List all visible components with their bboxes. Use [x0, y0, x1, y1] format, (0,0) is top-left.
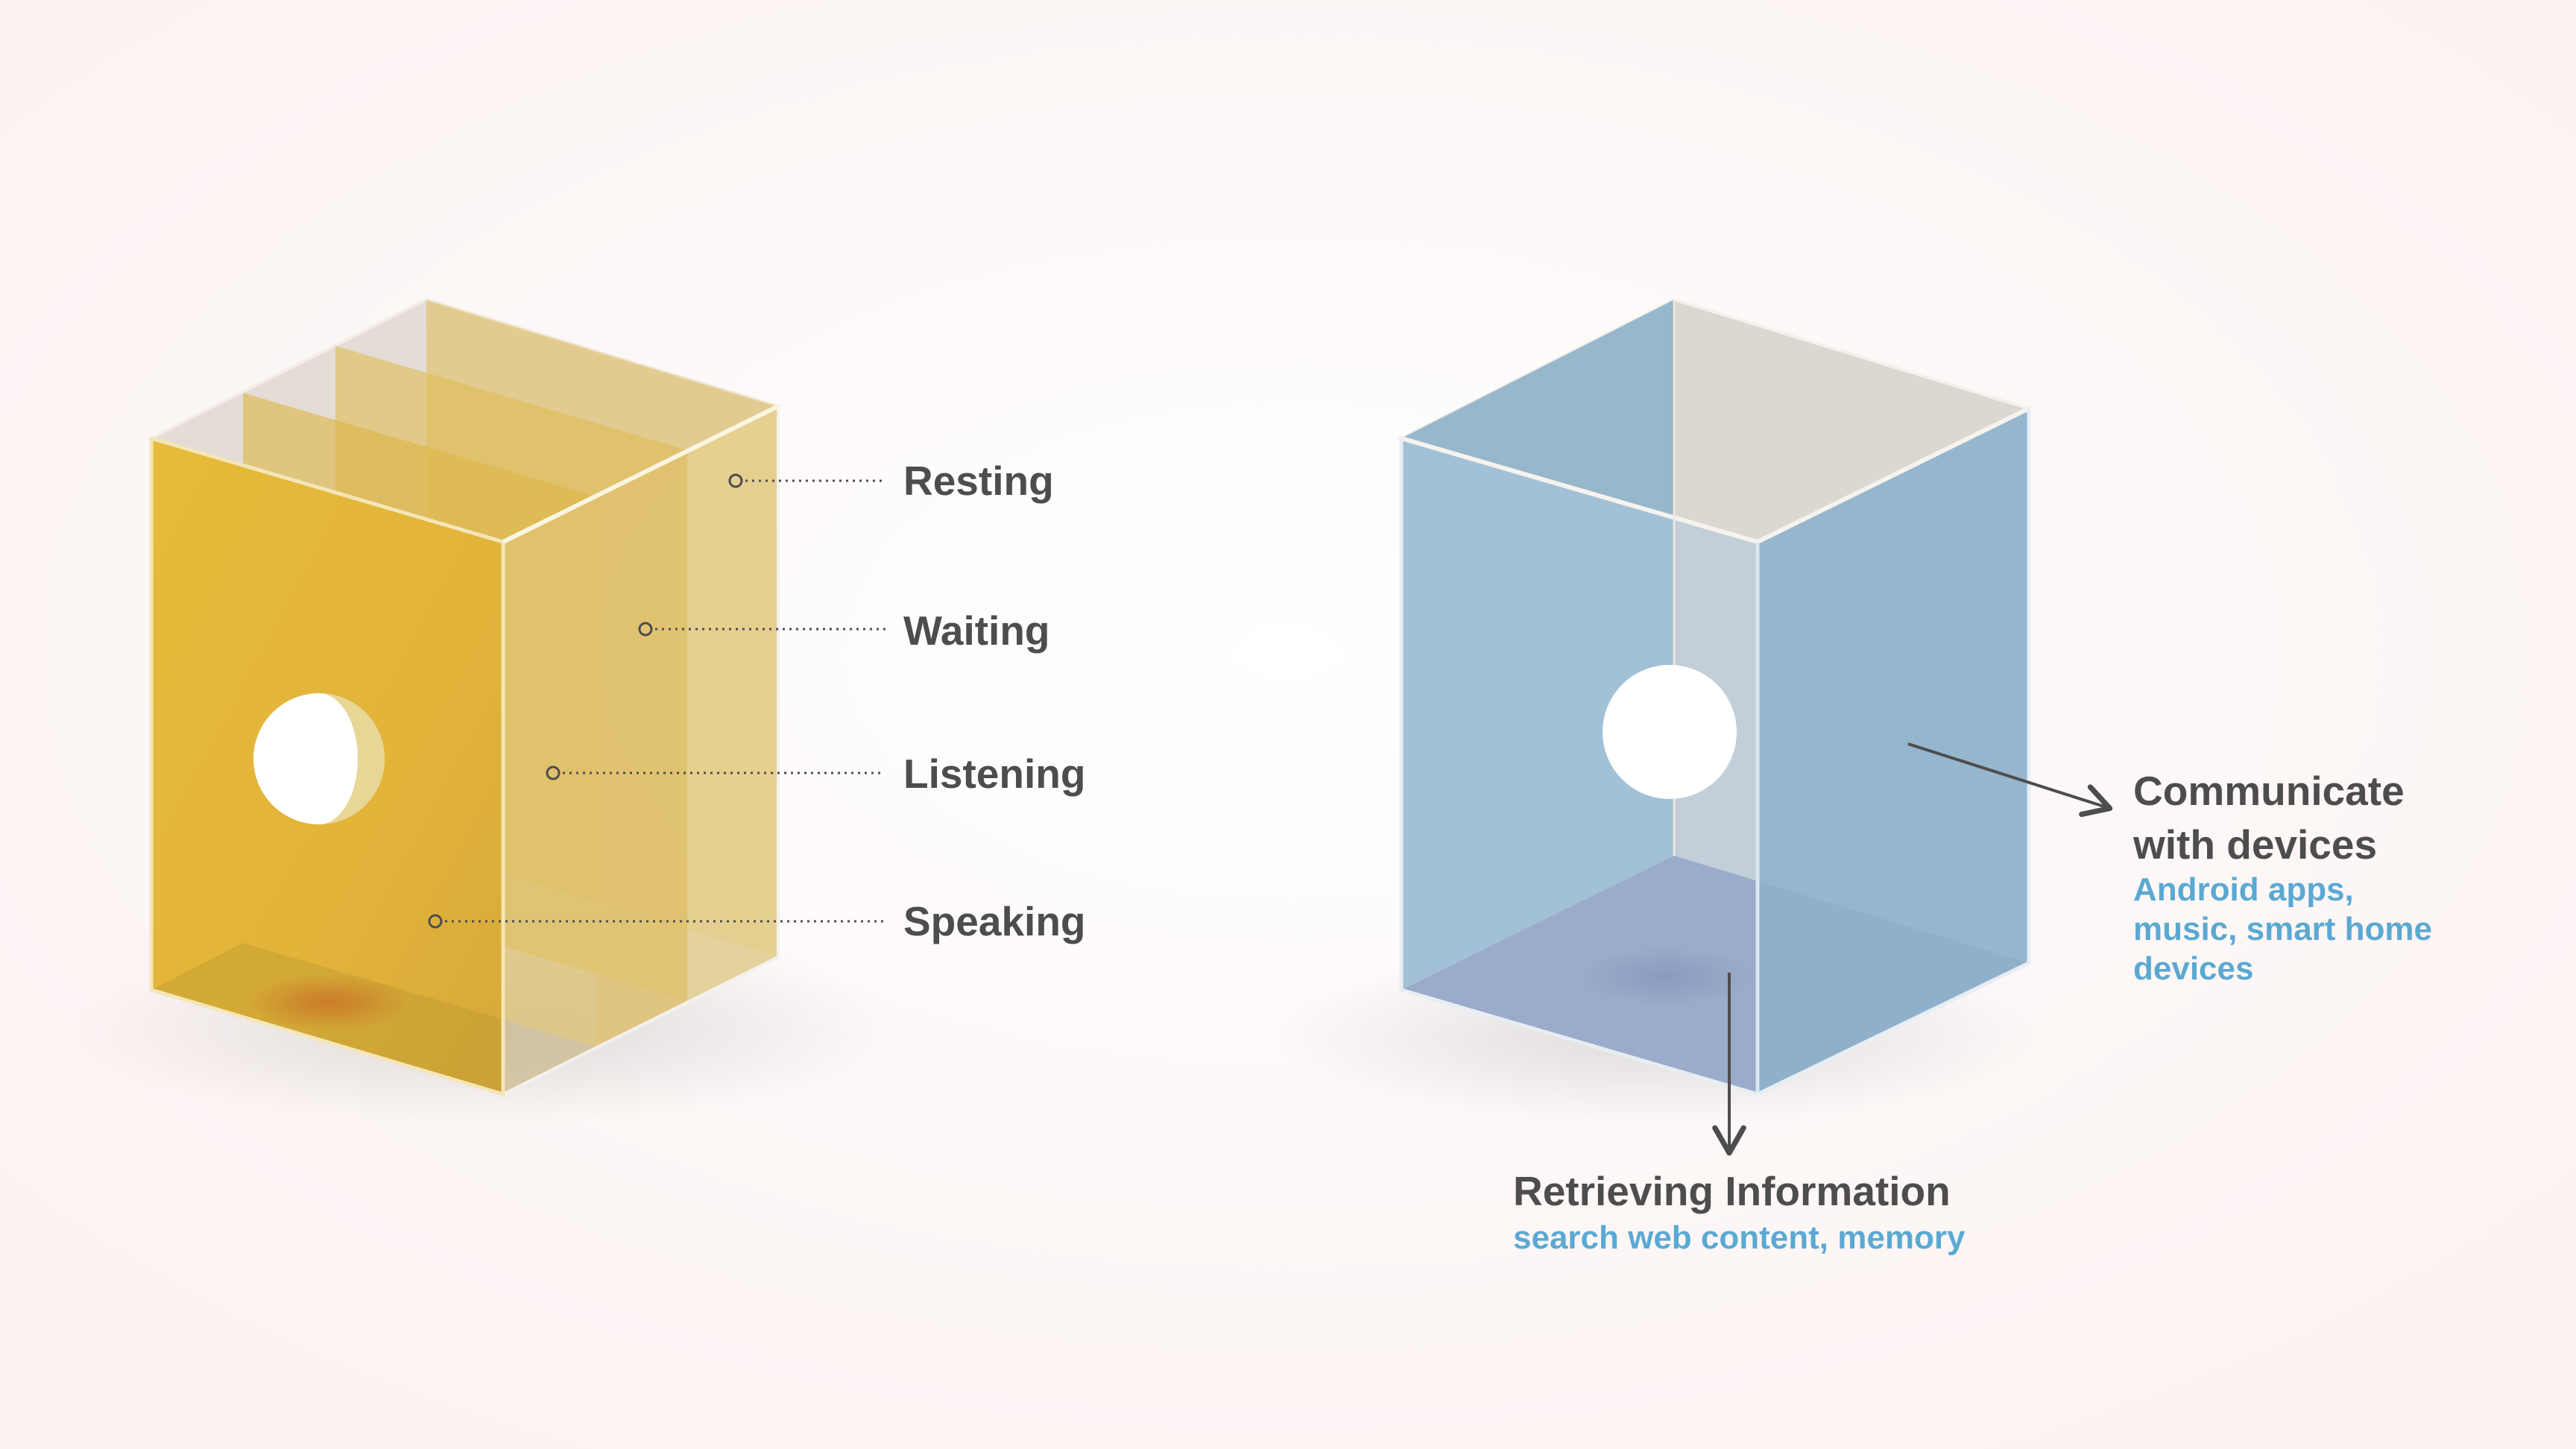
label-waiting: Waiting	[903, 607, 1050, 654]
callout-dot-listening	[546, 765, 561, 780]
callout-dot-resting	[728, 473, 743, 488]
right-cube-front-right	[1758, 408, 2029, 1094]
callout-dot-waiting	[638, 622, 653, 637]
left-cube-top-edge	[502, 404, 780, 544]
arrow-devices	[1907, 742, 2113, 818]
label-listening: Listening	[903, 751, 1085, 797]
callout-dot-speaking	[428, 914, 443, 929]
right-cube-outline	[1399, 408, 2031, 1096]
left-orange-spot	[246, 974, 410, 1031]
devices-title-line1: Communicate	[2133, 768, 2405, 814]
left-cube: Resting Waiting Listening Speaking	[67, 297, 1086, 1126]
left-orb-shade	[319, 693, 385, 824]
retrieval-title: Retrieving Information	[1513, 1168, 1951, 1214]
devices-sub-line2: music, smart home	[2133, 911, 2432, 947]
right-cube-front-left	[1401, 438, 1758, 1094]
label-resting: Resting	[903, 458, 1054, 504]
retrieval-subtitle: search web content, memory	[1513, 1219, 1966, 1256]
panel-resting-edge	[687, 406, 778, 1001]
right-orb	[1603, 665, 1737, 799]
devices-sub-line1: Android apps,	[2133, 871, 2354, 908]
left-orb	[253, 693, 385, 824]
right-cube: Communicate with devices Android apps, m…	[1267, 297, 2432, 1256]
panel-waiting-edge	[595, 450, 687, 1046]
left-cube-front-edge	[149, 436, 505, 1097]
devices-title-line2: with devices	[2133, 821, 2377, 868]
devices-sub-line3: devices	[2133, 950, 2253, 987]
label-speaking: Speaking	[903, 898, 1086, 944]
left-callouts	[428, 473, 887, 929]
